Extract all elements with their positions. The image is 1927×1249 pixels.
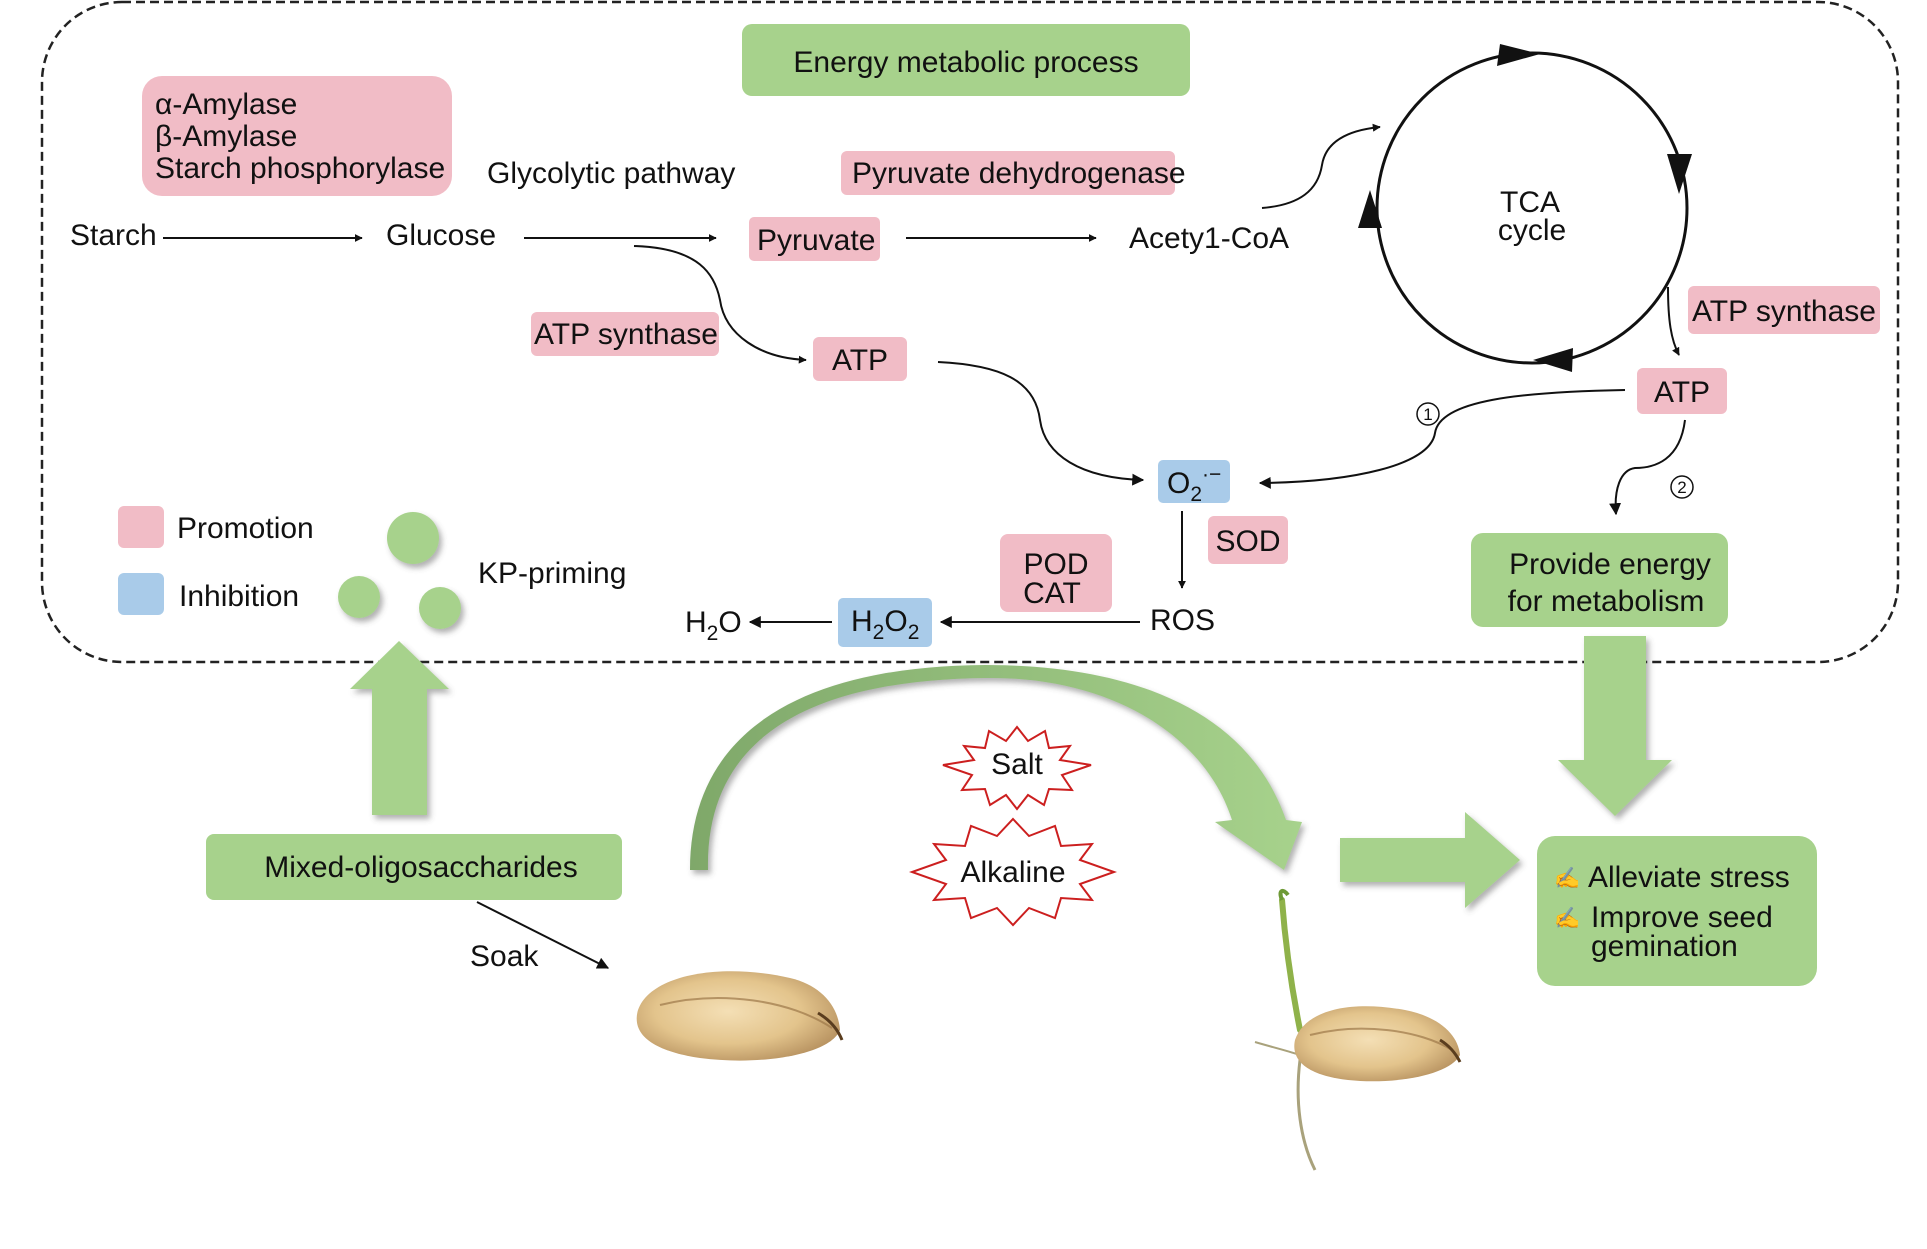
- arrow-atp-right-superoxide: [1258, 389, 1626, 489]
- pod-label: POD: [1023, 548, 1088, 581]
- tca-label-line2: cycle: [1498, 214, 1566, 247]
- amylase-enzymes-box: α-Amylase β-Amylase Starch phosphorylase: [142, 76, 452, 196]
- kp-priming-label: KP-priming: [478, 557, 626, 590]
- salt-label: Salt: [991, 748, 1043, 781]
- rice-seed-soaked: [636, 971, 844, 1061]
- atp-right-label: ATP: [1654, 376, 1710, 409]
- h2o2-h: H: [851, 605, 873, 638]
- glucose-label: Glucose: [386, 219, 496, 252]
- cat-label: CAT: [1023, 577, 1081, 610]
- title-text: Energy metabolic process: [793, 46, 1138, 79]
- pod-cat-box: POD CAT: [1000, 534, 1112, 612]
- starch-label: Starch: [70, 219, 157, 252]
- alpha-amylase-label: α-Amylase: [155, 88, 297, 121]
- mixed-oligosaccharides-label: Mixed-oligosaccharides: [264, 851, 577, 884]
- kp-particles: [338, 512, 461, 629]
- salt-stress-star: Salt: [942, 725, 1092, 811]
- pyruvate-box: Pyruvate: [749, 217, 880, 261]
- alkaline-label: Alkaline: [960, 856, 1065, 889]
- up-arrow-priming: [350, 641, 449, 815]
- sod-box: SOD: [1208, 516, 1288, 564]
- h2o2-o: O: [884, 605, 907, 638]
- provide-energy-box: Provide energy for metabolism: [1471, 533, 1728, 627]
- legend: Promotion Inhibition: [118, 506, 314, 615]
- outcome-bullet-2-icon: ✍: [1554, 906, 1580, 930]
- marker-2-label: 2: [1677, 478, 1686, 497]
- legend-promotion-swatch: [118, 506, 164, 548]
- ros-label: ROS: [1150, 604, 1215, 637]
- beta-amylase-label: β-Amylase: [155, 120, 297, 153]
- legend-promotion-label: Promotion: [177, 512, 314, 545]
- h2o2-subscript-2: 2: [908, 621, 920, 644]
- tca-arrowhead-left: [1358, 190, 1382, 228]
- h2o-subscript: 2: [707, 622, 719, 645]
- h2o2-box: H2O2: [838, 598, 932, 647]
- title-box: Energy metabolic process: [742, 24, 1190, 96]
- outcome-bullet-1-icon: ✍: [1554, 866, 1580, 890]
- h2o-h: H: [685, 606, 707, 639]
- marker-1-label: 1: [1423, 405, 1432, 424]
- right-arrow-outcome: [1340, 812, 1520, 908]
- atp-synthase-right-label: ATP synthase: [1692, 295, 1876, 328]
- arrow-soak: [476, 901, 610, 969]
- svg-text:O2·−: O2·−: [1167, 463, 1221, 506]
- superoxide-o: O: [1167, 467, 1190, 500]
- arrow-atp-left-superoxide: [937, 361, 1145, 486]
- outcome-item-2a: Improve seed: [1591, 901, 1773, 934]
- svg-text:H2O: H2O: [685, 606, 742, 645]
- tca-cycle: TCA cycle: [1358, 44, 1692, 372]
- arrow-acetylcoa-tca: [1261, 123, 1381, 209]
- arrow-glucose-atp-left: [633, 245, 807, 364]
- arrow-tca-atp-right: [1667, 286, 1680, 356]
- glycolytic-pathway-label: Glycolytic pathway: [487, 157, 735, 190]
- h2o2-subscript-1: 2: [873, 621, 885, 644]
- tca-arrowhead-top: [1497, 44, 1540, 66]
- alkaline-stress-star: Alkaline: [908, 817, 1118, 927]
- acetyl-coa-label: Acety1-CoA: [1129, 222, 1289, 255]
- superoxide-subscript: 2: [1190, 483, 1202, 506]
- pyruvate-label: Pyruvate: [757, 224, 875, 257]
- pyruvate-dehydrogenase-label: Pyruvate dehydrogenase: [852, 157, 1186, 190]
- tca-label-line1: TCA: [1500, 186, 1560, 219]
- soak-label: Soak: [470, 940, 539, 973]
- curved-transition-arrow: [690, 665, 1302, 870]
- superoxide-box: O2·−: [1158, 460, 1230, 506]
- sod-label: SOD: [1215, 525, 1280, 558]
- legend-inhibition-label: Inhibition: [179, 580, 299, 613]
- outcome-item-1: Alleviate stress: [1588, 861, 1790, 894]
- atp-synthase-left-label: ATP synthase: [534, 318, 718, 351]
- atp-left-label: ATP: [832, 344, 888, 377]
- arrow-atp-right-energy: [1609, 419, 1686, 516]
- mixed-oligosaccharides-box: Mixed-oligosaccharides: [206, 834, 622, 900]
- tca-arrowhead-bottom: [1533, 348, 1573, 372]
- h2o-o: O: [718, 606, 741, 639]
- outcome-box: ✍ Alleviate stress ✍ Improve seed gemina…: [1537, 836, 1817, 986]
- outcome-item-2b: gemination: [1591, 930, 1738, 963]
- superoxide-superscript: ·−: [1202, 463, 1221, 486]
- energy-line1: Provide energy: [1509, 548, 1711, 581]
- svg-text:H2O2: H2O2: [851, 605, 919, 644]
- starch-phosphorylase-label: Starch phosphorylase: [155, 152, 445, 185]
- atp-synthase-right-box: ATP synthase: [1688, 286, 1880, 334]
- energy-line2: for metabolism: [1508, 585, 1705, 618]
- down-arrow-energy: [1558, 636, 1672, 816]
- legend-inhibition-swatch: [118, 573, 164, 615]
- atp-right-box: ATP: [1637, 368, 1727, 414]
- atp-synthase-left-box: ATP synthase: [531, 312, 719, 356]
- atp-left-box: ATP: [813, 337, 907, 381]
- pyruvate-dehydrogenase-box: Pyruvate dehydrogenase: [841, 151, 1186, 195]
- germinated-seed: [1254, 888, 1462, 1171]
- marker-1-circle: [1416, 402, 1440, 426]
- marker-2-circle: [1670, 475, 1694, 499]
- tca-arrowhead-right: [1667, 154, 1692, 194]
- energy-process-frame: [40, 0, 1900, 664]
